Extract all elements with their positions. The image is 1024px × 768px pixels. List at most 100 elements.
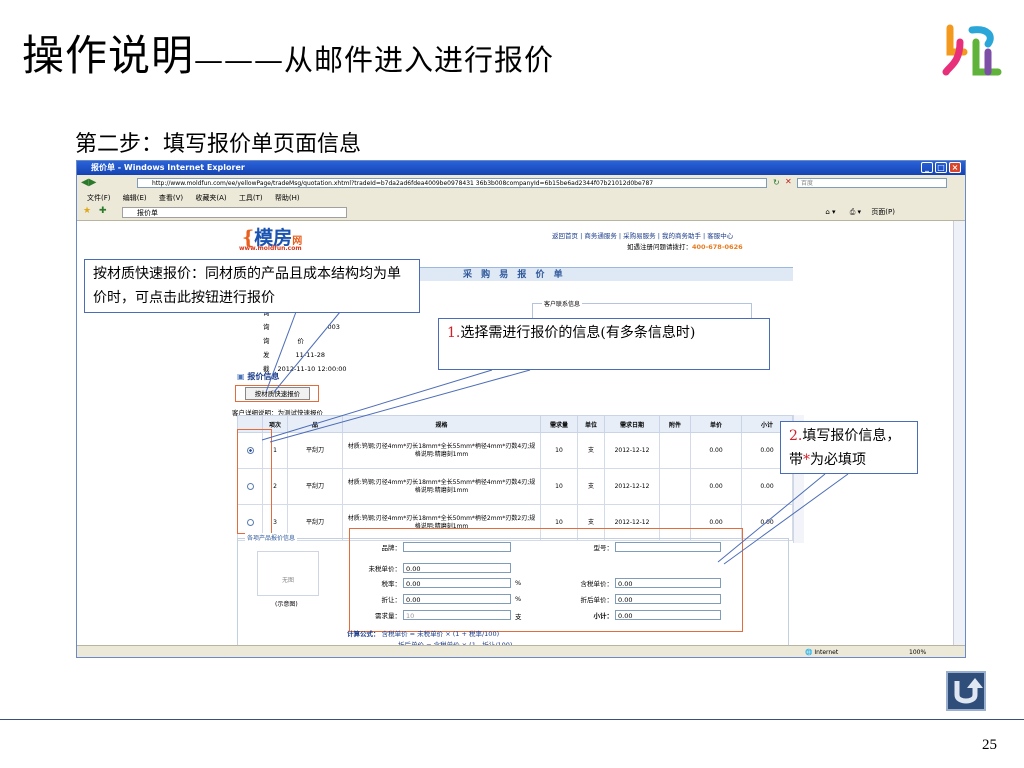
menu-view[interactable]: 查看(V) (158, 194, 184, 202)
cell-price: 0.00 (690, 432, 742, 469)
callout-fill-text-2b: 为必填项 (810, 452, 866, 468)
callout-fast-quote: 按材质快速报价：同材质的产品且成本结构均为单价时，可点击此按钮进行报价 (84, 259, 420, 313)
leader-fast-quote-2 (273, 311, 341, 393)
site-phone: 如遇注册问题请拨打：400-678-0626 (627, 241, 743, 251)
cell-unit: 支 (577, 432, 605, 469)
company-logo-icon (942, 24, 1002, 76)
back-forward-icon[interactable]: ◀▶ (81, 177, 97, 188)
no-image-text: 无图 (281, 577, 294, 584)
subtotal-input[interactable]: 0.00 (615, 610, 721, 620)
stop-icon[interactable]: ✕ (785, 177, 792, 186)
callout-select-number: 1. (447, 325, 461, 341)
site-logo-text: 模房 (254, 227, 293, 249)
leader-fill-2 (723, 473, 849, 565)
site-url: www.moldfun.com (239, 245, 302, 252)
refresh-icon[interactable]: ↻ (773, 178, 780, 187)
image-caption: (示意图) (275, 601, 298, 608)
favorites-bar: ★ ✚ 报价单 ⌂ ▾ ⎙ ▾ 页面(P) (77, 205, 965, 221)
title-sub: 从邮件进入进行报价 (284, 43, 555, 77)
subtotal-label: 小计： (593, 612, 614, 620)
callout-select-text: 选择需进行报价的信息(有多条信息时) (460, 325, 696, 341)
cell-subtotal: 0.00 (741, 468, 793, 505)
minimize-icon[interactable]: _ (921, 162, 933, 173)
browser-window: 报价单 - Windows Internet Explorer _ □ × ◀▶… (76, 160, 966, 658)
tax-rate-input[interactable]: 0.00 (403, 578, 511, 588)
untaxed-price-input[interactable]: 0.00 (403, 563, 511, 573)
model-input[interactable] (615, 542, 721, 552)
cell-attach (659, 504, 691, 541)
menu-file[interactable]: 文件(F) (87, 194, 111, 202)
menu-bar: 文件(F) 编辑(E) 查看(V) 收藏夹(A) 工具(T) 帮助(H) (77, 192, 965, 205)
cell-qty: 10 (540, 468, 578, 505)
menu-edit[interactable]: 编辑(E) (122, 194, 147, 202)
search-input[interactable]: 百度 (797, 178, 947, 188)
leader-fast-quote (265, 311, 297, 393)
menu-tools[interactable]: 工具(T) (238, 194, 263, 202)
after-discount-input[interactable]: 0.00 (615, 594, 721, 604)
info-key: 询 (263, 309, 270, 317)
after-discount-label: 折后单价： (580, 596, 614, 604)
maximize-icon[interactable]: □ (935, 162, 947, 173)
brand-label: 品牌： (381, 544, 402, 552)
cell-qty: 10 (540, 432, 578, 469)
row-radio-cell[interactable] (237, 432, 263, 469)
taxed-price-input[interactable]: 0.00 (615, 578, 721, 588)
title-main: 操作说明 (22, 31, 195, 80)
info-key: 询 (263, 323, 270, 331)
close-icon[interactable]: × (949, 162, 961, 173)
callout-fill: 2.填写报价信息，带*为必填项 (780, 421, 918, 474)
zoom-level[interactable]: 100% (909, 649, 927, 656)
discount-input[interactable]: 0.00 (403, 594, 511, 604)
menu-favorites[interactable]: 收藏夹(A) (195, 194, 227, 202)
add-favorite-icon[interactable]: ✚ (99, 206, 107, 216)
cell-date: 2012-12-12 (604, 504, 660, 541)
brand-input[interactable] (403, 542, 511, 552)
table-scrollbar[interactable] (793, 415, 804, 543)
qty-input[interactable]: 10 (403, 610, 511, 620)
cell-no: 2 (262, 468, 288, 505)
home-icon[interactable]: ⌂ ▾ (825, 208, 836, 216)
info-line-3: 询价 (263, 335, 304, 345)
taxed-label: 含税单价： (580, 580, 614, 588)
page-scrollbar[interactable] (953, 221, 965, 645)
info-key: 发 (263, 351, 270, 359)
quote-heading: ▣ 报价信息 (237, 371, 279, 382)
info-line-4: 发 11-11-28 (263, 349, 325, 359)
slide-title: 操作说明———从邮件进入进行报价 (22, 22, 554, 83)
untaxed-label: 未税单价： (368, 565, 402, 573)
formula-1: 含税单价 = 未税单价 × (1 + 税率/100) (381, 630, 500, 638)
favorites-star-icon[interactable]: ★ (83, 206, 92, 216)
info-value: 11-11-28 (295, 351, 326, 359)
title-dash: ——— (194, 43, 285, 77)
return-arrow-icon (954, 678, 983, 704)
tab-quotation[interactable]: 报价单 (122, 207, 347, 218)
page-number: 25 (982, 737, 997, 753)
info-value: 价 (297, 337, 305, 345)
phone-number: 400-678-0626 (692, 243, 743, 251)
model-label: 型号： (593, 544, 614, 552)
page-menu[interactable]: 页面(P) (871, 208, 895, 216)
table-row[interactable]: 2 平刮刀 材质:钨钢;刃径4mm*刃长18mm*全长55mm*柄径4mm*刃数… (237, 468, 793, 505)
tax-rate-label: 税率： (381, 580, 402, 588)
radio-icon[interactable] (246, 518, 254, 526)
menu-help[interactable]: 帮助(H) (274, 194, 300, 202)
leader-select-2 (269, 369, 531, 443)
percent-unit: % (515, 579, 522, 587)
address-input[interactable]: http://www.moldfun.com/ee/yellowPage/tra… (137, 178, 767, 188)
radio-icon[interactable] (246, 482, 254, 490)
site-logo-suffix: 网 (292, 236, 303, 247)
qty-unit: 支 (515, 613, 522, 621)
quote-heading-text: 报价信息 (247, 372, 280, 381)
cell-date: 2012-12-12 (604, 468, 660, 505)
radio-selected-icon[interactable] (246, 446, 254, 454)
info-value: 003 (327, 323, 340, 331)
info-line-2: 询 003 (263, 321, 340, 331)
site-nav[interactable]: 返回首页 | 商务通服务 | 采购易服务 | 我的商务助手 | 客服中心 (552, 232, 734, 240)
status-zone: Internet (814, 649, 839, 656)
customer-note: 客户详细说明：为测试快速报价 (232, 409, 323, 417)
print-icon[interactable]: ⎙ ▾ (849, 208, 862, 216)
cell-attach (659, 432, 691, 469)
back-button[interactable] (946, 671, 986, 711)
